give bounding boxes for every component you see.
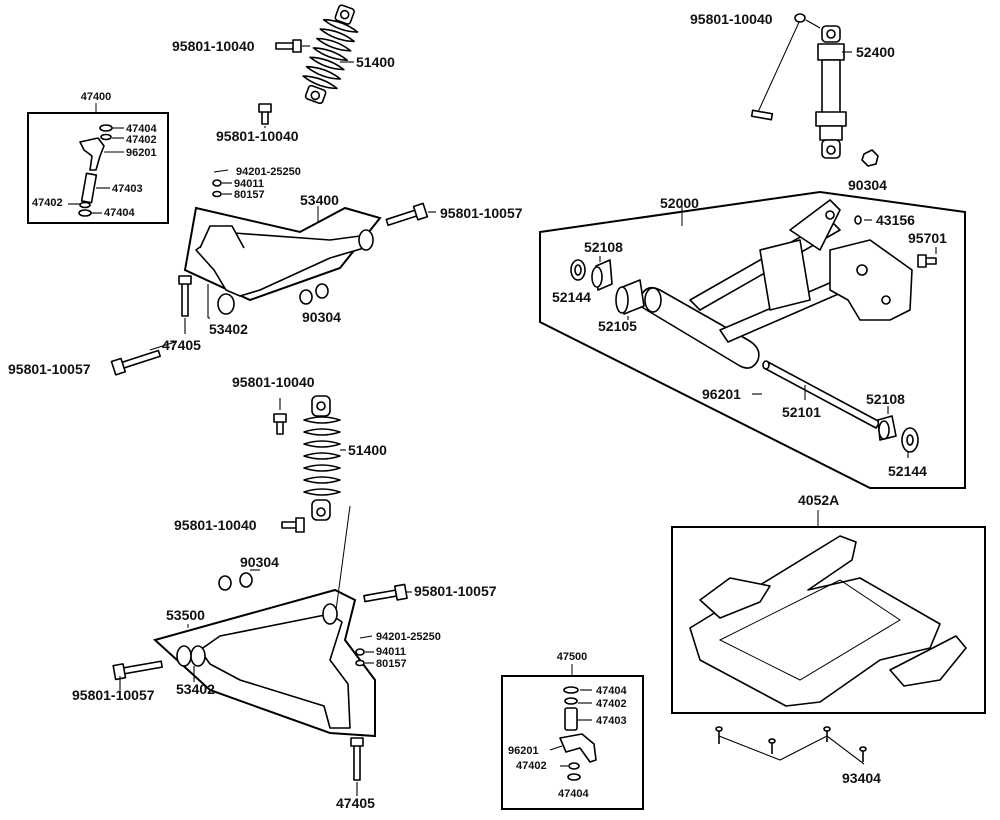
label-90304-mid: 90304 [240, 554, 279, 570]
label-80157-mid: 80157 [376, 658, 407, 670]
front-shock-middle [218, 395, 351, 641]
label-95801-10057-left-bottom: 95801-10057 [72, 687, 155, 703]
label-51400-mid: 51400 [348, 442, 387, 458]
assembly-box-47400 [27, 112, 169, 224]
label-52400: 52400 [856, 44, 895, 60]
label-52108-right: 52108 [866, 391, 905, 407]
label-94201-25250-top: 94201-25250 [236, 166, 301, 178]
label-95801-10040-rear: 95801-10040 [690, 11, 773, 27]
label-96201-right: 96201 [508, 745, 539, 757]
label-93404: 93404 [842, 770, 881, 786]
label-52144-right: 52144 [888, 463, 927, 479]
bolt-95801-10040-mid-b [281, 517, 305, 533]
label-47403-top-left: 47403 [112, 183, 143, 195]
label-90304-top: 90304 [302, 309, 341, 325]
label-94011-top: 94011 [234, 178, 264, 190]
label-52101: 52101 [782, 404, 821, 420]
label-47402-top-right: 47402 [596, 698, 627, 710]
label-43156: 43156 [876, 212, 915, 228]
bolt-95801-10040-top-a [275, 39, 302, 53]
label-90304-rear: 90304 [848, 177, 887, 193]
label-52000: 52000 [660, 195, 699, 211]
steering-knuckle-part [79, 137, 105, 171]
label-95801-10040-mid-b: 95801-10040 [174, 517, 257, 533]
front-left-hub-assembly [27, 103, 169, 224]
front-right-hub-assembly [501, 664, 644, 810]
assembly-outline-52000 [539, 190, 966, 489]
label-53500: 53500 [166, 607, 205, 623]
label-47402-top-left: 47402 [126, 134, 157, 146]
steering-knuckle-47500 [559, 733, 597, 763]
label-47402-right-left: 47402 [516, 760, 547, 772]
label-52144-left: 52144 [552, 289, 591, 305]
assembly-outline-53500 [152, 588, 376, 738]
label-47404-bottom-right: 47404 [558, 788, 589, 800]
skid-plate-assembly [671, 510, 986, 765]
bolt-95801-10040-top-b [258, 103, 272, 125]
label-47405-top: 47405 [162, 337, 201, 353]
label-95801-10057-left-top: 95801-10057 [8, 361, 91, 377]
label-52105: 52105 [598, 318, 637, 334]
label-96201-top-left: 96201 [126, 147, 157, 159]
swingarm-assembly [539, 190, 966, 489]
label-51400-top: 51400 [356, 54, 395, 70]
label-4052A: 4052A [798, 492, 839, 508]
label-47404-bottom-left: 47404 [104, 207, 135, 219]
label-96201-swingarm: 96201 [702, 386, 741, 402]
swingarm-plate [829, 239, 913, 321]
label-47404-top-right: 47404 [596, 685, 627, 697]
front-shock-top [258, 4, 359, 128]
label-95701: 95701 [908, 230, 947, 246]
label-95801-10057-right-top: 95801-10057 [440, 205, 523, 221]
swingarm-cross-tube [639, 286, 760, 369]
label-95801-10057-right-mid: 95801-10057 [414, 583, 497, 599]
label-95801-10040-top-a: 95801-10040 [172, 38, 255, 54]
label-94011-mid: 94011 [376, 646, 406, 658]
label-47403-right: 47403 [596, 715, 627, 727]
label-94201-25250-mid: 94201-25250 [376, 631, 441, 643]
label-53402-bottom: 53402 [176, 681, 215, 697]
label-95801-10040-top-b: 95801-10040 [216, 128, 299, 144]
label-95801-10040-mid-a: 95801-10040 [232, 374, 315, 390]
skid-plate-part [689, 535, 941, 707]
a-arm-53500-part [199, 613, 351, 729]
label-53402-top: 53402 [209, 321, 248, 337]
label-52108-left: 52108 [584, 239, 623, 255]
assembly-box-4052A [671, 526, 986, 714]
label-53400: 53400 [300, 192, 339, 208]
rear-shock [750, 13, 879, 167]
upper-a-arm [110, 169, 436, 376]
kingpin-part [80, 172, 98, 204]
label-47404-top-left: 47404 [126, 123, 157, 135]
label-47405-bottom: 47405 [336, 795, 375, 811]
screw-93404-group [715, 726, 867, 765]
label-47400: 47400 [81, 91, 112, 103]
label-80157-top: 80157 [234, 189, 265, 201]
label-47500: 47500 [557, 651, 588, 663]
lower-a-arm [112, 583, 412, 796]
bolt-95801-10040-mid-a [273, 413, 287, 435]
label-47402-left: 47402 [32, 197, 63, 209]
